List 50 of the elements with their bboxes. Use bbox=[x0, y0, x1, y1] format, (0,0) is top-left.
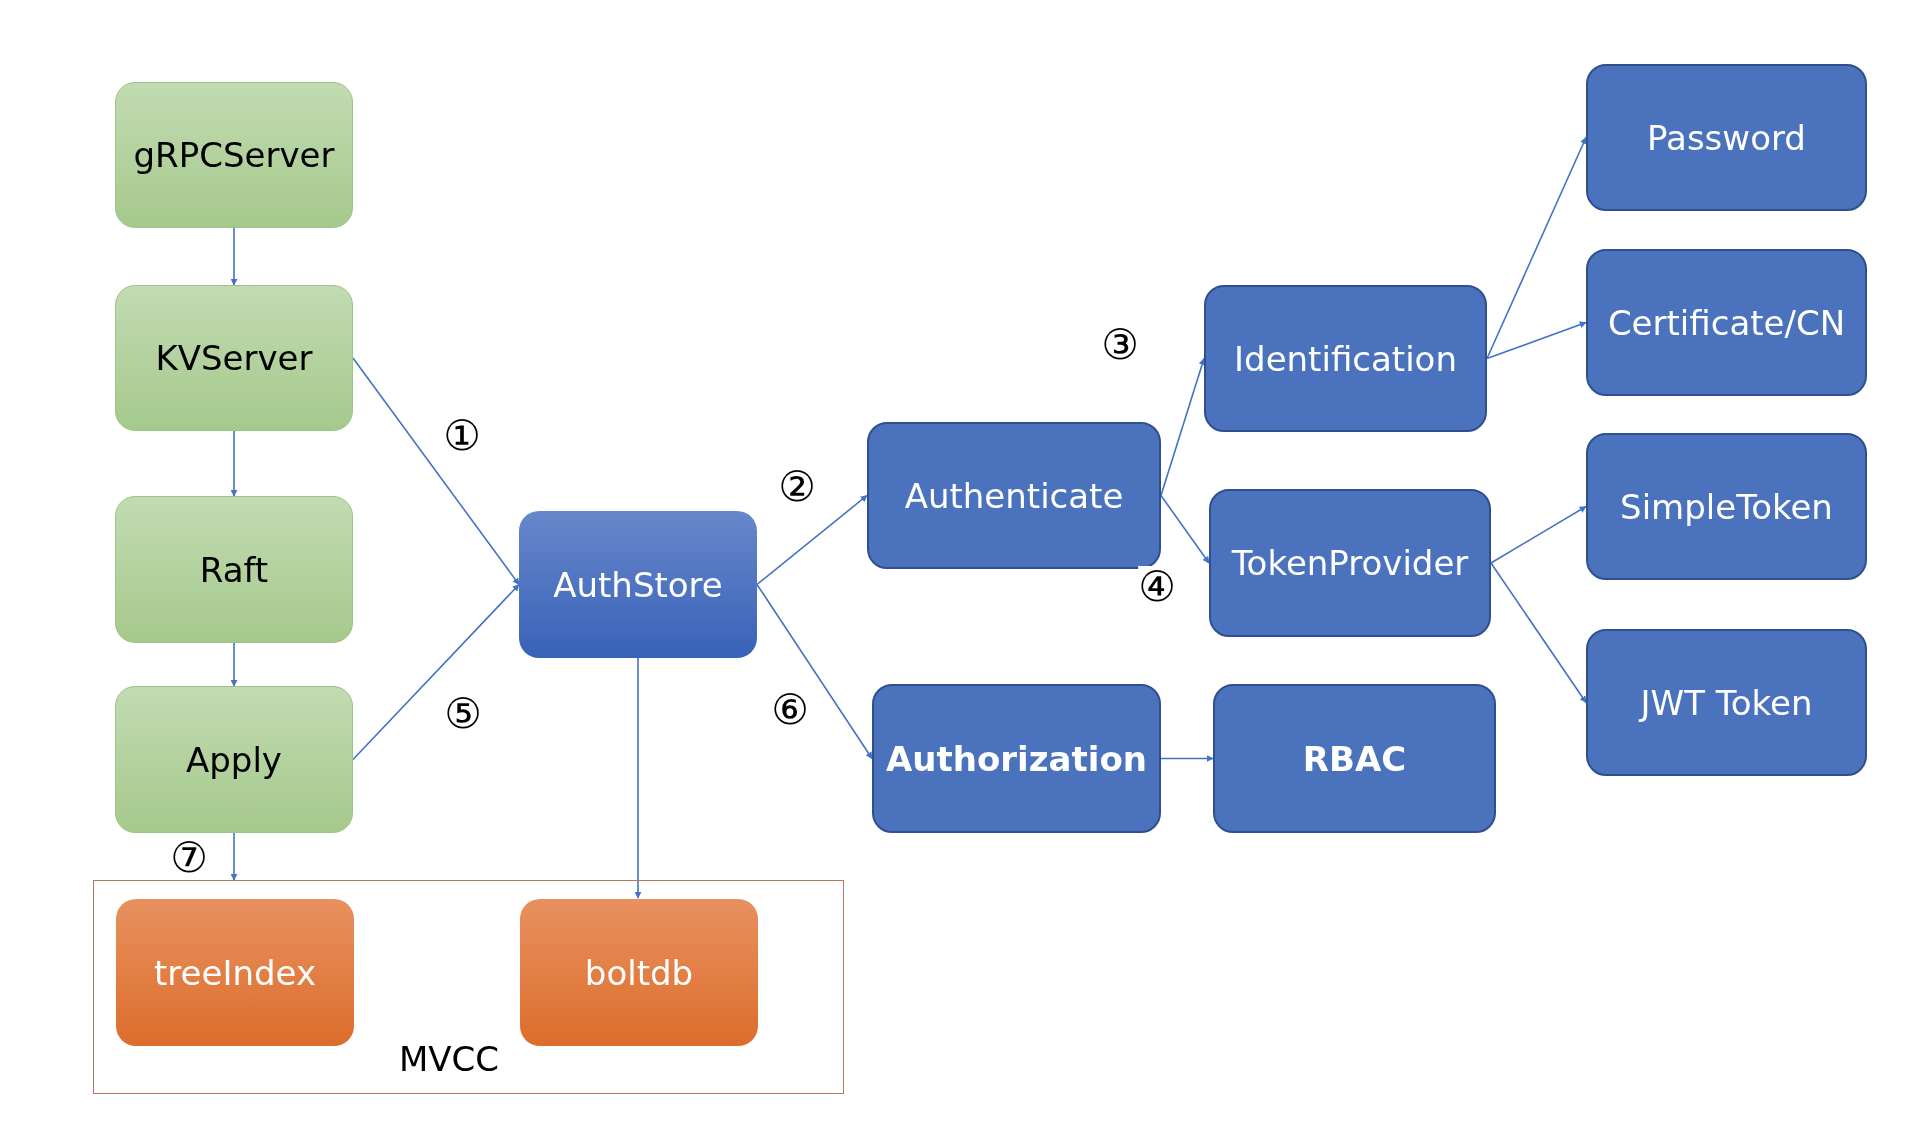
node-label: AuthStore bbox=[553, 564, 723, 605]
process-box bbox=[115, 285, 353, 431]
arrow bbox=[230, 832, 238, 881]
node-label: Authenticate bbox=[904, 475, 1124, 516]
node-label: treeIndex bbox=[154, 952, 316, 993]
storage-box bbox=[116, 899, 354, 1046]
arrow bbox=[1490, 562, 1587, 704]
arrow bbox=[756, 583, 873, 760]
node-label: boltdb bbox=[584, 952, 694, 993]
node-label: JWT Token bbox=[1640, 682, 1813, 723]
node-label: Password bbox=[1647, 117, 1806, 158]
process-box bbox=[1586, 64, 1867, 211]
node-label: RBAC bbox=[1302, 738, 1407, 779]
arrow bbox=[1160, 357, 1206, 497]
storage-box bbox=[520, 899, 758, 1046]
process-box bbox=[115, 82, 353, 228]
node-label: Apply bbox=[186, 739, 282, 780]
arrow bbox=[230, 227, 238, 286]
node-label: gRPCServer bbox=[133, 135, 335, 175]
arrow bbox=[230, 642, 238, 687]
arrow bbox=[1160, 494, 1210, 564]
node-label: Certificate/CN bbox=[1607, 302, 1846, 343]
process-box bbox=[519, 511, 757, 658]
node-label: SimpleToken bbox=[1620, 486, 1833, 527]
arrow bbox=[352, 357, 520, 586]
arrow bbox=[1490, 505, 1587, 564]
process-box bbox=[1586, 249, 1867, 396]
process-box bbox=[1586, 629, 1867, 776]
arrow bbox=[230, 430, 238, 497]
arrow bbox=[634, 657, 642, 899]
node-label: Raft bbox=[199, 549, 269, 590]
process-box bbox=[1204, 285, 1487, 432]
process-box bbox=[115, 496, 353, 643]
process-box bbox=[1586, 433, 1867, 580]
node-label: TokenProvider bbox=[1231, 543, 1469, 583]
process-box bbox=[872, 684, 1161, 833]
process-box bbox=[115, 686, 353, 833]
process-box bbox=[1213, 684, 1496, 833]
arrow bbox=[1486, 321, 1587, 360]
node-label: Authorization bbox=[886, 738, 1147, 779]
process-box bbox=[867, 422, 1161, 569]
arrow bbox=[352, 583, 520, 761]
process-box bbox=[1209, 489, 1491, 637]
arrow bbox=[1486, 136, 1587, 360]
arrow bbox=[1160, 755, 1214, 762]
node-label: KVServer bbox=[155, 338, 313, 378]
arrow bbox=[756, 494, 868, 586]
node-label: Identification bbox=[1234, 338, 1457, 379]
group-label: MVCC bbox=[399, 1039, 500, 1079]
group-box bbox=[93, 880, 844, 1094]
